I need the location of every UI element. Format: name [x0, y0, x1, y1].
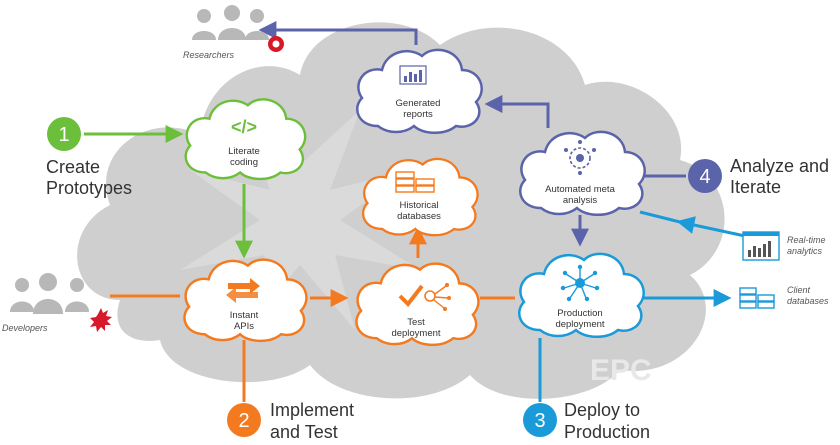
- label-production-deployment-1: Production: [557, 308, 602, 319]
- cloud-generated-reports: Generated reports: [355, 48, 483, 135]
- purple-arrow-researchers: [258, 21, 418, 45]
- cloud-literate-coding: </> Literate coding: [184, 98, 307, 181]
- researchers-label: Researchers: [183, 50, 235, 60]
- step-1-line-2: Prototypes: [46, 178, 132, 198]
- step-4-line-2: Iterate: [730, 177, 781, 197]
- label-generated-reports-1: Generated: [396, 98, 441, 109]
- label-generated-reports-2: reports: [403, 109, 433, 120]
- database-icon: [739, 287, 775, 309]
- people-icon: [10, 273, 89, 314]
- cloud-automated-meta-analysis: Automated meta analysis: [518, 130, 647, 217]
- hub-network-icon: [560, 264, 600, 302]
- code-brackets-icon: </>: [231, 117, 257, 137]
- client-databases-label-1: Client: [787, 285, 811, 295]
- gear-icon: [268, 36, 284, 52]
- label-historical-databases-2: databases: [397, 211, 441, 222]
- star-watermark: [180, 110, 420, 330]
- label-production-deployment-2: deployment: [555, 319, 604, 330]
- checkmark-network-icon: [398, 283, 451, 311]
- researchers-group: Researchers: [183, 5, 284, 60]
- label-meta-analysis-2: analysis: [563, 195, 598, 206]
- people-icon: [192, 5, 269, 40]
- database-stack-icon: [395, 171, 435, 193]
- step-1-badge: [47, 117, 81, 151]
- step-4: 4 Analyze and Iterate: [688, 156, 829, 197]
- realtime-analytics-label-1: Real-time: [787, 235, 826, 245]
- network-gear-icon: [564, 140, 596, 175]
- cloud-instant-apis: Instant APIs: [183, 258, 308, 343]
- step-3-badge: [523, 403, 557, 437]
- client-databases-label-2: databases: [787, 296, 829, 306]
- step-1: 1 Create Prototypes: [46, 117, 132, 198]
- cloud-production-deployment: Production deployment: [517, 252, 645, 339]
- label-historical-databases-1: Historical: [399, 200, 438, 211]
- analytics-chart-icon: [742, 231, 780, 261]
- developers-group: Developers: [2, 273, 112, 333]
- label-test-deployment-1: Test: [407, 317, 425, 328]
- label-test-deployment-2: deployment: [391, 328, 440, 339]
- step-4-badge: [688, 159, 722, 193]
- step-3-number: 3: [534, 410, 545, 432]
- step-3-line-1: Deploy to: [564, 400, 640, 420]
- realtime-analytics: Real-time analytics: [742, 231, 826, 261]
- step-4-line-1: Analyze and: [730, 156, 829, 176]
- step-1-number: 1: [58, 124, 69, 146]
- step-2-number: 2: [238, 410, 249, 432]
- step-2: 2 Implement and Test: [227, 400, 354, 442]
- epc-label: EPC: [590, 354, 652, 387]
- label-literate-coding-1: Literate: [228, 146, 260, 157]
- cloud-historical-databases: Historical databases: [361, 157, 479, 237]
- step-2-line-1: Implement: [270, 400, 354, 420]
- step-4-number: 4: [699, 166, 710, 188]
- developers-label: Developers: [2, 323, 48, 333]
- step-3: 3 Deploy to Production: [523, 400, 650, 442]
- purple-arrow-reports: [484, 95, 550, 128]
- realtime-analytics-label-2: analytics: [787, 246, 823, 256]
- connectors: [84, 21, 746, 402]
- label-instant-apis-1: Instant: [230, 310, 259, 321]
- blue-line-meta: [639, 210, 681, 224]
- step-2-line-2: and Test: [270, 422, 338, 442]
- report-chart-icon: [399, 65, 427, 85]
- step-3-line-2: Production: [564, 422, 650, 442]
- label-literate-coding-2: coding: [230, 157, 258, 168]
- blue-arrow-analytics: [676, 216, 746, 238]
- label-instant-apis-2: APIs: [234, 321, 254, 332]
- client-databases: Client databases: [739, 285, 829, 309]
- step-1-line-1: Create: [46, 157, 100, 177]
- cloud-test-deployment: Test deployment: [355, 262, 480, 347]
- step-2-badge: [227, 403, 261, 437]
- api-arrows-icon: [226, 278, 260, 303]
- label-meta-analysis-1: Automated meta: [545, 184, 615, 195]
- burst-icon: [90, 308, 112, 332]
